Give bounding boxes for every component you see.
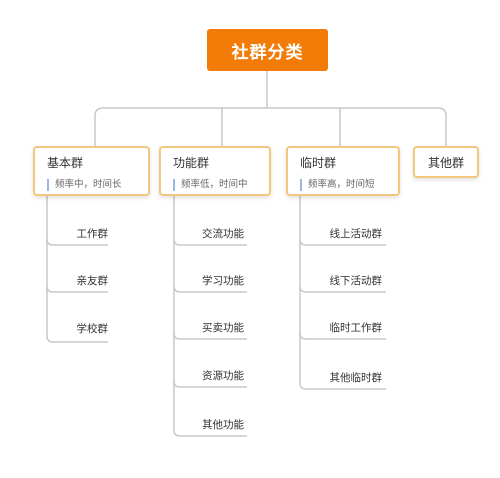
child-connector-3: [299, 196, 386, 390]
category-node-basic[interactable]: 基本群 频率中，时间长: [33, 146, 150, 196]
leaf-node[interactable]: 交流功能: [202, 228, 244, 240]
leaf-node[interactable]: 资源功能: [202, 370, 244, 382]
leaf-node[interactable]: 亲友群: [76, 275, 109, 287]
category-node-function[interactable]: 功能群 频率低，时间中: [159, 146, 271, 196]
leaf-node[interactable]: 学校群: [76, 323, 109, 335]
note-marker: [173, 179, 175, 191]
leaf-node[interactable]: 临时工作群: [329, 322, 383, 334]
leaf-node[interactable]: 学习功能: [202, 275, 244, 287]
leaf-node[interactable]: 其他功能: [202, 419, 244, 431]
category-note: 频率低，时间中: [173, 179, 248, 191]
category-title: 基本群: [47, 156, 84, 170]
category-note: 频率中，时间长: [47, 179, 122, 191]
leaf-node[interactable]: 工作群: [76, 228, 109, 240]
leaf-node[interactable]: 其他临时群: [329, 372, 383, 384]
category-node-temporary[interactable]: 临时群 频率高，时间短: [286, 146, 400, 196]
child-connector-1: [46, 196, 108, 343]
category-note-text: 频率低，时间中: [181, 179, 248, 190]
leaf-node[interactable]: 买卖功能: [202, 322, 244, 334]
category-title: 功能群: [173, 156, 210, 170]
category-node-other[interactable]: 其他群: [413, 146, 479, 178]
bus-connector: [94, 107, 447, 147]
root-node[interactable]: 社群分类: [207, 29, 328, 71]
leaf-node[interactable]: 线上活动群: [329, 228, 383, 240]
category-title: 临时群: [300, 156, 337, 170]
note-marker: [300, 179, 302, 191]
category-title: 其他群: [427, 155, 464, 170]
category-note-text: 频率中，时间长: [55, 179, 122, 190]
root-label: 社群分类: [231, 42, 304, 63]
category-note-text: 频率高，时间短: [308, 179, 375, 190]
leaf-node[interactable]: 线下活动群: [329, 275, 383, 287]
note-marker: [47, 179, 49, 191]
child-connector-2: [173, 196, 247, 437]
category-note: 频率高，时间短: [300, 179, 375, 191]
